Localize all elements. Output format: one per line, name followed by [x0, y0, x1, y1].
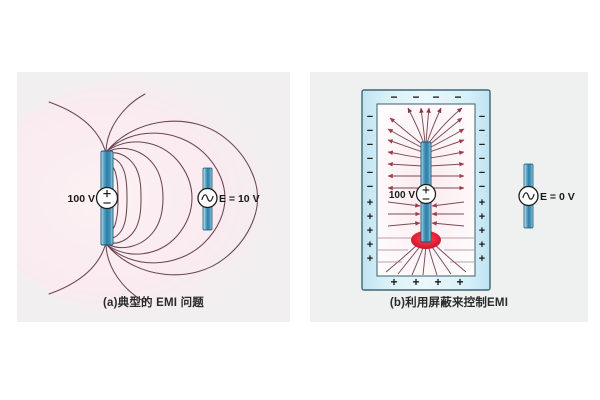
field-halo: [17, 79, 285, 315]
svg-text:−: −: [390, 90, 397, 104]
interior-field-lines-lower-inward: [387, 201, 465, 227]
shield-right-wall-charges: − − − − − − + + + + +: [479, 111, 485, 265]
svg-text:−: −: [412, 90, 419, 104]
svg-text:+: +: [479, 239, 485, 251]
svg-text:+: +: [479, 197, 485, 209]
panel-typical-emi-problem: 100 V E = 10 V (a)典型的 EMI 问题: [17, 72, 290, 322]
ac-source-sine-icon: [197, 187, 218, 209]
svg-text:+: +: [390, 275, 397, 289]
svg-text:−: −: [454, 90, 461, 104]
svg-text:+: +: [367, 225, 373, 237]
dc-source-plus-minus-icon: [415, 183, 437, 205]
svg-text:−: −: [479, 167, 485, 179]
svg-text:+: +: [479, 211, 485, 223]
shield-top-minus-charges: − − − −: [390, 90, 461, 104]
svg-text:+: +: [434, 275, 441, 289]
victim-field-label: E = 0 V: [540, 191, 575, 203]
svg-text:−: −: [367, 167, 373, 179]
svg-text:−: −: [479, 181, 485, 193]
panel-a-caption: (a)典型的 EMI 问题: [103, 297, 204, 309]
panel-b-caption: (b)利用屏蔽来控制EMI: [389, 297, 509, 309]
svg-text:−: −: [367, 139, 373, 151]
shield-left-wall-charges: − − − − − − + + + + +: [367, 111, 373, 265]
interior-horizontal-lines-lower: [378, 237, 474, 263]
victim-field-label: E = 10 V: [219, 193, 260, 205]
svg-text:−: −: [479, 153, 485, 165]
svg-text:−: −: [479, 139, 485, 151]
shield-bottom-plus-charges: + + + +: [390, 275, 463, 289]
svg-text:+: +: [479, 225, 485, 237]
svg-text:+: +: [367, 239, 373, 251]
svg-text:+: +: [367, 211, 373, 223]
source-voltage-label: 100 V: [389, 190, 415, 201]
svg-text:+: +: [456, 275, 463, 289]
svg-text:−: −: [367, 111, 373, 123]
svg-text:−: −: [367, 181, 373, 193]
svg-text:+: +: [367, 197, 373, 209]
svg-text:−: −: [432, 90, 439, 104]
dc-source-plus-minus-icon: [95, 186, 119, 210]
interior-field-lines-upper: [387, 107, 465, 191]
panel-a-diagram: 100 V E = 10 V: [17, 79, 285, 315]
svg-text:−: −: [367, 153, 373, 165]
svg-text:+: +: [412, 275, 419, 289]
source-voltage-label: 100 V: [68, 193, 95, 205]
svg-text:+: +: [367, 253, 373, 265]
svg-text:−: −: [479, 111, 485, 123]
panel-b-diagram: 100 V − − − − + + + + − − − − −: [361, 89, 575, 291]
ac-source-sine-icon: [518, 185, 539, 207]
panel-shielded-emi-control: 100 V − − − − + + + + − − − − −: [310, 72, 588, 322]
svg-text:−: −: [367, 125, 373, 137]
svg-text:+: +: [479, 253, 485, 265]
svg-text:−: −: [479, 125, 485, 137]
